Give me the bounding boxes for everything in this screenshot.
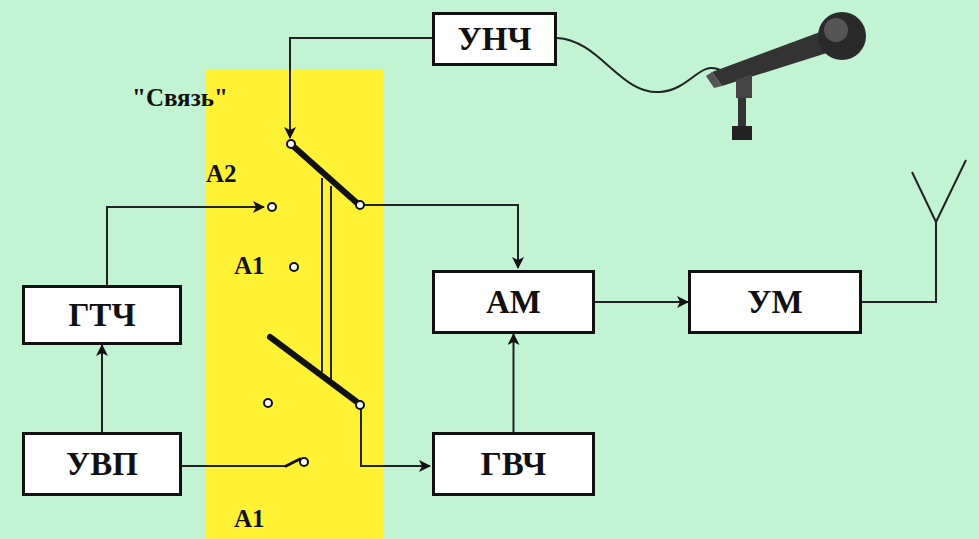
signal-arrow bbox=[513, 334, 515, 432]
switch-label: А1 bbox=[234, 505, 265, 533]
signal-arrow bbox=[595, 301, 688, 303]
block-label: ГТЧ bbox=[68, 297, 135, 334]
switch-label: А2 bbox=[206, 160, 237, 188]
switch-label: А1 bbox=[234, 252, 265, 280]
block-box: УНЧ bbox=[432, 12, 557, 66]
mode-label: "Связь" bbox=[132, 84, 228, 112]
block-box: АМ bbox=[432, 270, 595, 334]
block-label: УНЧ bbox=[457, 21, 531, 58]
block-label: АМ bbox=[486, 284, 541, 321]
block-box: УМ bbox=[688, 270, 862, 334]
block-label: УМ bbox=[747, 284, 802, 321]
block-box: ГТЧ bbox=[22, 285, 182, 345]
signal-arrow bbox=[101, 345, 103, 432]
block-box: ГВЧ bbox=[432, 432, 595, 496]
block-label: УВП bbox=[66, 446, 138, 483]
block-label: ГВЧ bbox=[481, 446, 547, 483]
block-box: УВП bbox=[22, 432, 182, 496]
